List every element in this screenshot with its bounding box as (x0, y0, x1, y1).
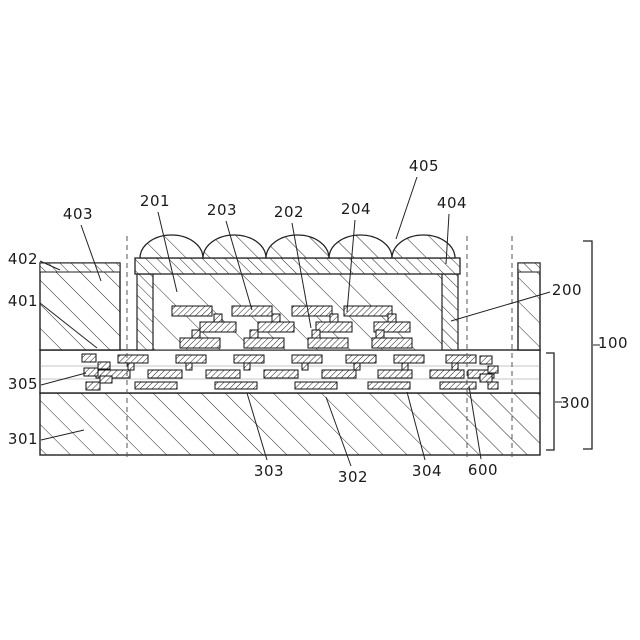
ref-label-204: 204 (340, 200, 372, 218)
microlens (139, 234, 204, 259)
interconnect-row-c (179, 337, 413, 349)
ref-label-403: 403 (62, 205, 94, 223)
metal-row-lower (134, 381, 477, 390)
ref-label-404: 404 (436, 194, 468, 212)
substrate-layer (39, 392, 541, 456)
leader-lines (39, 176, 600, 467)
ref-label-201: 201 (139, 192, 171, 210)
microlens (391, 234, 456, 259)
ref-label-302: 302 (337, 468, 369, 486)
ref-label-304: 304 (411, 462, 443, 480)
ref-label-405: 405 (408, 157, 440, 175)
pad-stack-right (479, 355, 499, 390)
phantom-lines (126, 236, 513, 457)
device-region-200 (136, 273, 459, 351)
interconnect-row-a (171, 305, 393, 317)
wiring-layer (39, 349, 541, 394)
left-wall (136, 273, 154, 351)
ref-label-203: 203 (206, 201, 238, 219)
microlens-array (139, 234, 456, 259)
ref-label-305: 305 (7, 375, 39, 393)
microlens (265, 234, 330, 259)
microlens (202, 234, 267, 259)
pad-stack-left (81, 353, 113, 391)
microlens (328, 234, 393, 259)
via-row (127, 362, 459, 371)
ref-label-600: 600 (467, 461, 499, 479)
ref-label-301: 301 (7, 430, 39, 448)
ref-label-200: 200 (551, 281, 583, 299)
ref-label-402: 402 (7, 250, 39, 268)
interconnect-row-b (199, 321, 411, 333)
bracket-100 (583, 240, 593, 450)
ref-label-202: 202 (273, 203, 305, 221)
ref-label-100: 100 (597, 334, 629, 352)
left-peripheral-block (39, 262, 121, 351)
lens-base-layer (134, 257, 461, 275)
metal-row-middle (95, 369, 495, 379)
ref-label-300: 300 (559, 394, 591, 412)
bracket-300 (546, 352, 555, 451)
ref-label-401: 401 (7, 292, 39, 310)
right-wall (441, 273, 459, 351)
ref-label-303: 303 (253, 462, 285, 480)
right-peripheral-block (517, 262, 541, 351)
